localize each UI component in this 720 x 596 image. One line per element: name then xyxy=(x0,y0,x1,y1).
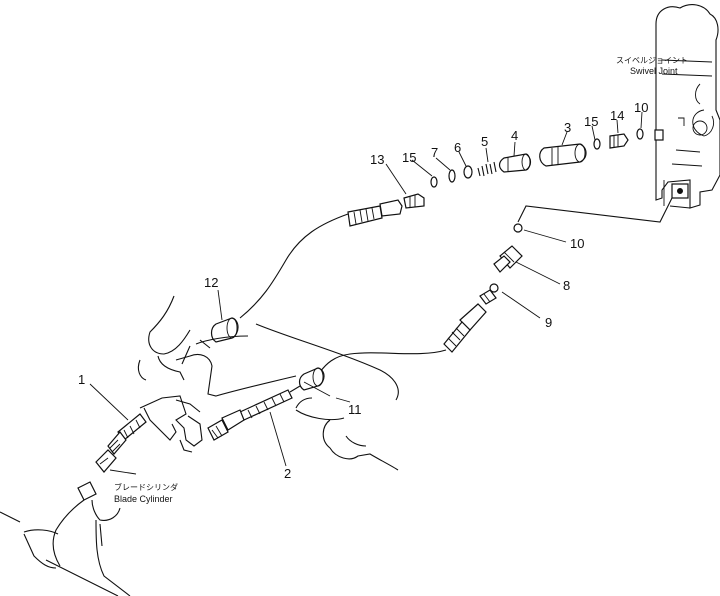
leader-lines xyxy=(89,111,643,475)
blade-cylinder-label-en: Blade Cylinder xyxy=(114,494,173,504)
callout-8: 8 xyxy=(563,278,570,293)
blade-cylinder-label-jp: ブレードシリンダ xyxy=(114,482,178,492)
seat-6 xyxy=(463,165,473,179)
hose-2 xyxy=(207,385,301,441)
grommet-12 xyxy=(210,317,239,343)
lower-hose xyxy=(319,349,447,373)
callout-11: 11 xyxy=(348,402,362,417)
callout-9: 9 xyxy=(545,315,552,330)
o-ring-15b xyxy=(430,176,438,188)
nipple-14 xyxy=(609,133,629,149)
o-ring-15a xyxy=(593,138,601,150)
connector-8 xyxy=(493,245,523,273)
valve-body-3 xyxy=(539,143,587,167)
swivel-joint-label-jp: スイベルジョイント xyxy=(616,56,688,65)
lower-hose-line xyxy=(517,197,673,223)
swivel-joint-label-en: Swivel Joint xyxy=(630,66,678,76)
callout-12: 12 xyxy=(204,275,218,290)
blade-cylinder xyxy=(95,395,203,473)
callout-5: 5 xyxy=(481,134,488,149)
callout-15b: 15 xyxy=(402,150,416,165)
callout-2: 2 xyxy=(284,466,291,481)
callout-10a: 10 xyxy=(634,100,648,115)
o-ring-10a xyxy=(636,128,644,140)
callout-10b: 10 xyxy=(570,236,584,251)
grommet-11 xyxy=(298,367,325,391)
washer-7 xyxy=(448,169,456,183)
callout-1: 1 xyxy=(78,372,85,387)
swivel-joint xyxy=(654,4,720,209)
spring-5 xyxy=(477,161,497,177)
callout-4: 4 xyxy=(511,128,518,143)
callout-15a: 15 xyxy=(584,114,598,129)
callout-13: 13 xyxy=(370,152,384,167)
adapter-4 xyxy=(498,153,532,173)
frame-outline xyxy=(137,295,399,471)
callout-3: 3 xyxy=(564,120,571,135)
o-ring-10b xyxy=(513,223,523,233)
fitting-9 xyxy=(479,283,499,305)
callout-7: 7 xyxy=(431,145,438,160)
callout-14: 14 xyxy=(610,108,624,123)
upper-hose xyxy=(239,213,349,319)
nipple-13 xyxy=(403,193,425,209)
callout-6: 6 xyxy=(454,140,461,155)
frame-lower-left xyxy=(0,481,131,596)
hose-fitting-upper xyxy=(347,199,403,227)
hose-fitting-lower xyxy=(443,303,487,353)
